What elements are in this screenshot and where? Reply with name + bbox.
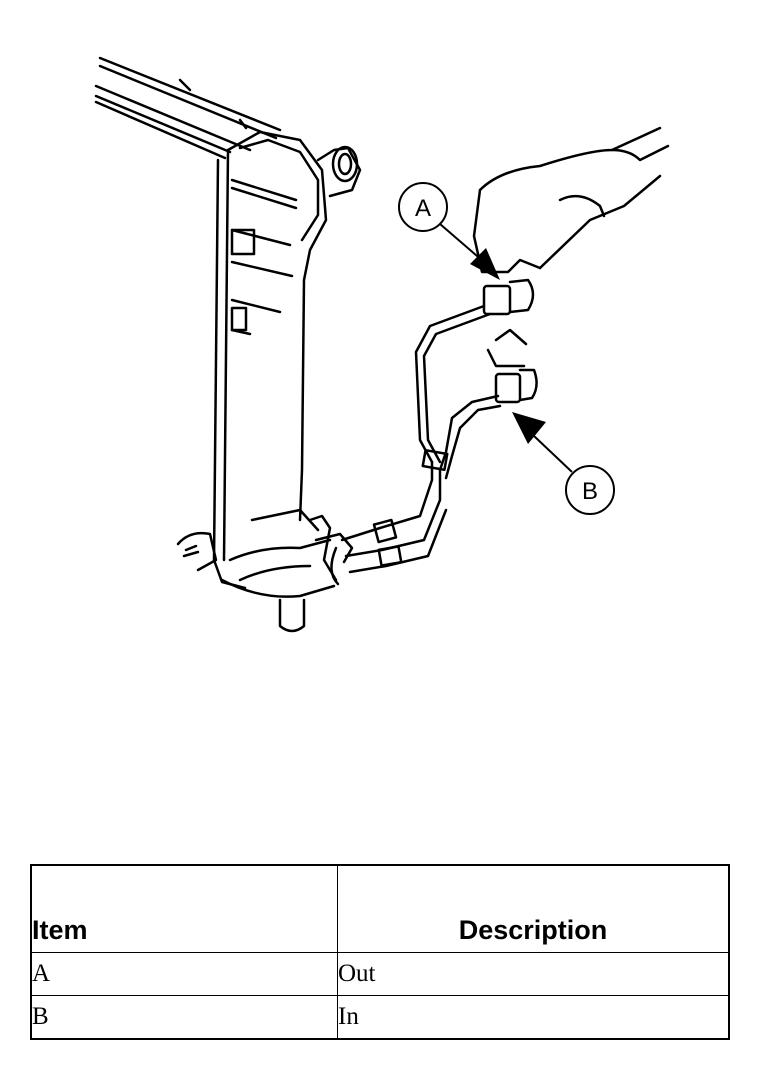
oil-cooler-lines (330, 304, 502, 586)
table-row: B In (30, 995, 730, 1040)
callout-a: A (398, 182, 500, 280)
item-column-header: Item (30, 864, 338, 953)
callout-a-label: A (415, 195, 431, 222)
row-b-description: In (337, 995, 730, 1040)
radiator-bottom-tank (176, 514, 354, 633)
upper-hose-neck (316, 145, 362, 198)
row-b-item: B (30, 995, 338, 1040)
radiator-end-tank (212, 130, 328, 590)
radiator-top-rails (94, 56, 282, 160)
row-a-description: Out (337, 952, 730, 996)
description-column-header: Description (337, 864, 730, 953)
radiator-oil-cooler-line-diagram: A B (94, 56, 670, 633)
arrow-a-icon (470, 248, 500, 280)
table-row: A Out (30, 952, 730, 996)
transmission-case-outline (472, 126, 670, 368)
legend-table: Item Description A Out B In (30, 864, 730, 1040)
arrow-b-icon (512, 412, 546, 444)
row-a-item: A (30, 952, 338, 996)
callout-b: B (512, 412, 615, 515)
legend-header-row: Item Description (30, 864, 730, 953)
callout-b-label: B (582, 478, 598, 505)
cooler-line-fittings (482, 278, 538, 404)
